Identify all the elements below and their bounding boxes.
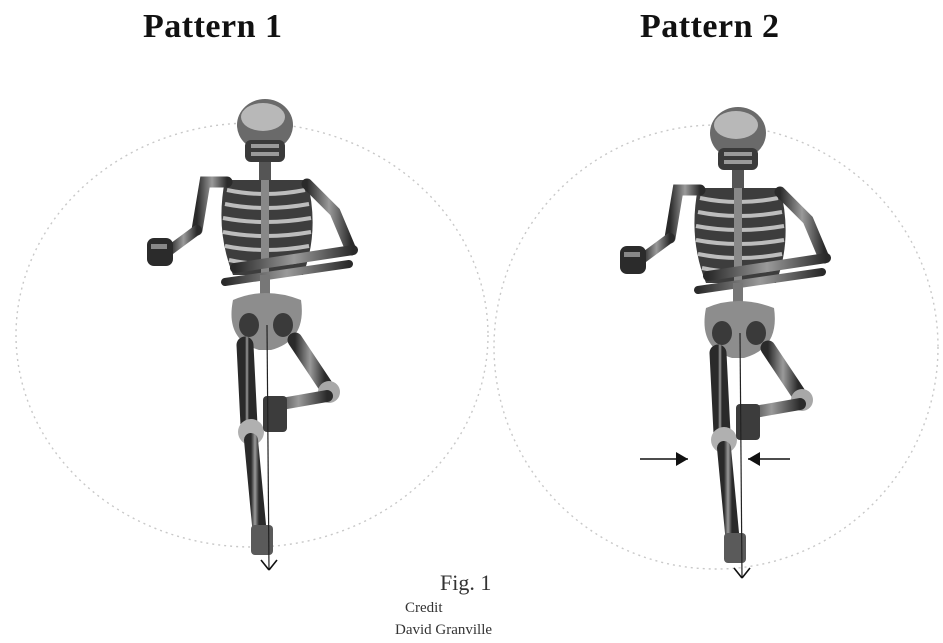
- credit-label: Credit: [405, 600, 443, 617]
- knee-arrows: [640, 452, 790, 466]
- skeleton-2: [620, 107, 826, 578]
- pattern-2-figure: [494, 107, 938, 578]
- figure-caption: Fig. 1: [440, 570, 491, 596]
- pattern-1-figure: [16, 99, 488, 570]
- skeleton-1: [147, 99, 353, 570]
- credit-name: David Granville: [395, 622, 492, 639]
